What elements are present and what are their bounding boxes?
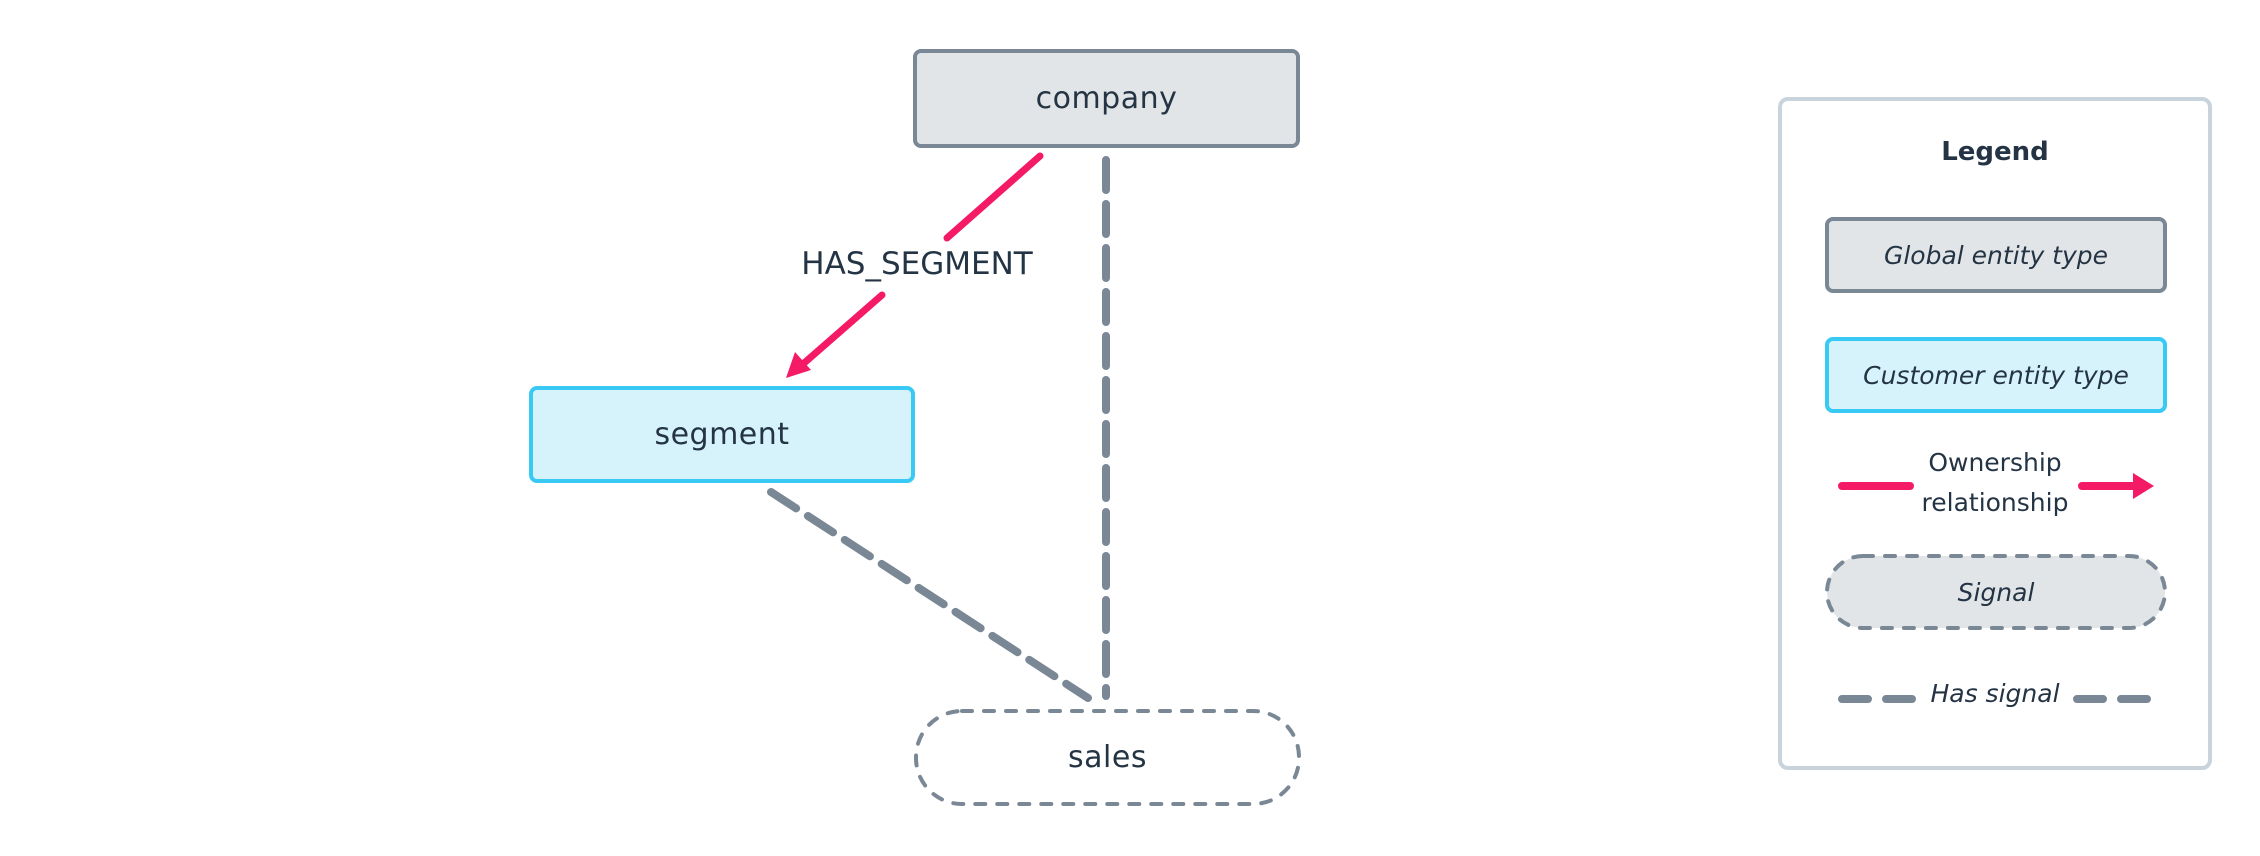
legend-item-ownership: Ownership relationship (1782, 443, 2208, 523)
ownership-arrowhead (786, 352, 811, 378)
legend-graphics (1825, 473, 2167, 703)
has-signal-edge-segment-sales[interactable] (767, 488, 1092, 702)
sales-node-border (914, 709, 1301, 806)
legend-item-signal: Signal (1825, 554, 2167, 630)
legend-item-has-signal: Has signal (1782, 679, 2208, 708)
legend-item-global-entity: Global entity type (1825, 217, 2167, 293)
edge-label-has-segment: HAS_SEGMENT (801, 246, 1033, 282)
legend-label: Signal (1957, 577, 2035, 607)
node-label: segment (654, 417, 790, 452)
node-label: company (1035, 81, 1178, 116)
legend-label: Has signal (1930, 679, 2060, 708)
node-segment[interactable]: segment (529, 386, 915, 483)
legend-item-customer-entity: Customer entity type (1825, 337, 2167, 413)
ownership-edge-company-segment-upper[interactable] (943, 152, 1044, 242)
node-company[interactable]: company (913, 49, 1300, 148)
legend-ownership-arrowhead (2133, 473, 2154, 499)
legend-signal-border (1825, 554, 2167, 630)
legend-panel: Legend Global entity type Customer entit… (1778, 97, 2212, 770)
ownership-edge-company-segment-lower[interactable] (799, 291, 886, 368)
legend-label: Ownership (1928, 448, 2062, 477)
legend-label: Customer entity type (1863, 360, 2129, 390)
node-sales[interactable]: sales (914, 709, 1301, 806)
node-label: sales (1068, 740, 1147, 775)
legend-title: Legend (1941, 137, 2049, 167)
legend-label: Global entity type (1883, 240, 2109, 270)
legend-label: relationship (1921, 488, 2069, 517)
